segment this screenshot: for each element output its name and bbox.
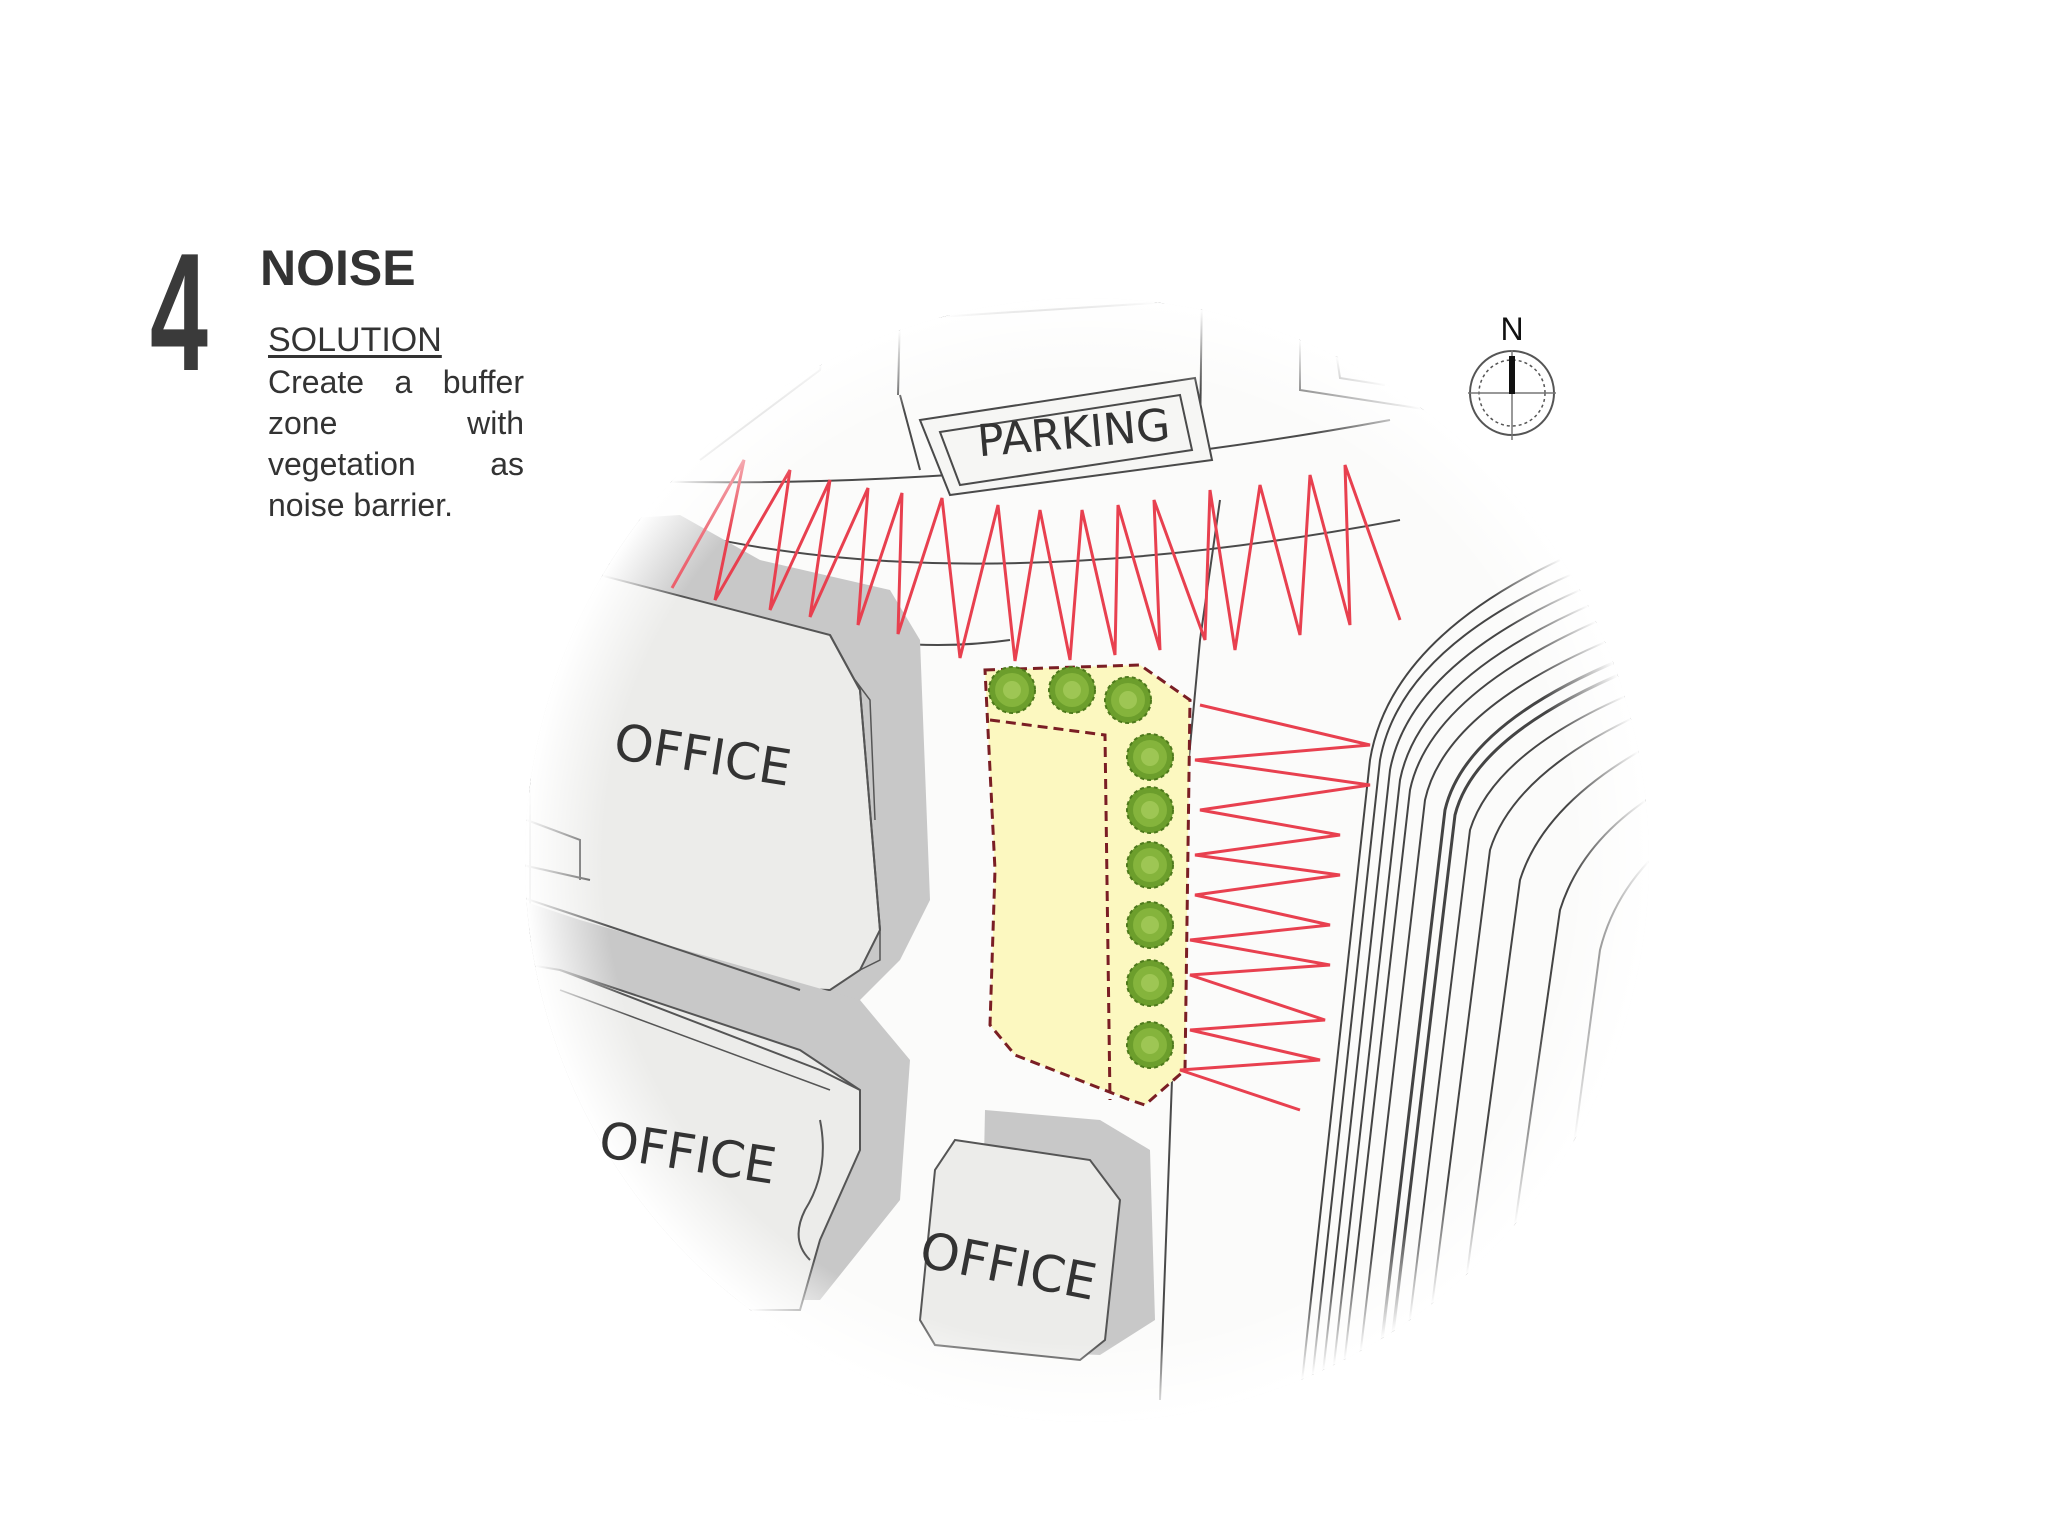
vignette [525,298,1649,1422]
solution-text: Create a buffer zone with vegetation as … [268,364,524,523]
solution-label: SOLUTION [268,321,442,359]
step-number: 4 [150,218,208,406]
north-arrow-icon: N [1468,311,1556,440]
section-heading: NOISE [260,240,416,296]
north-label: N [1500,311,1523,347]
